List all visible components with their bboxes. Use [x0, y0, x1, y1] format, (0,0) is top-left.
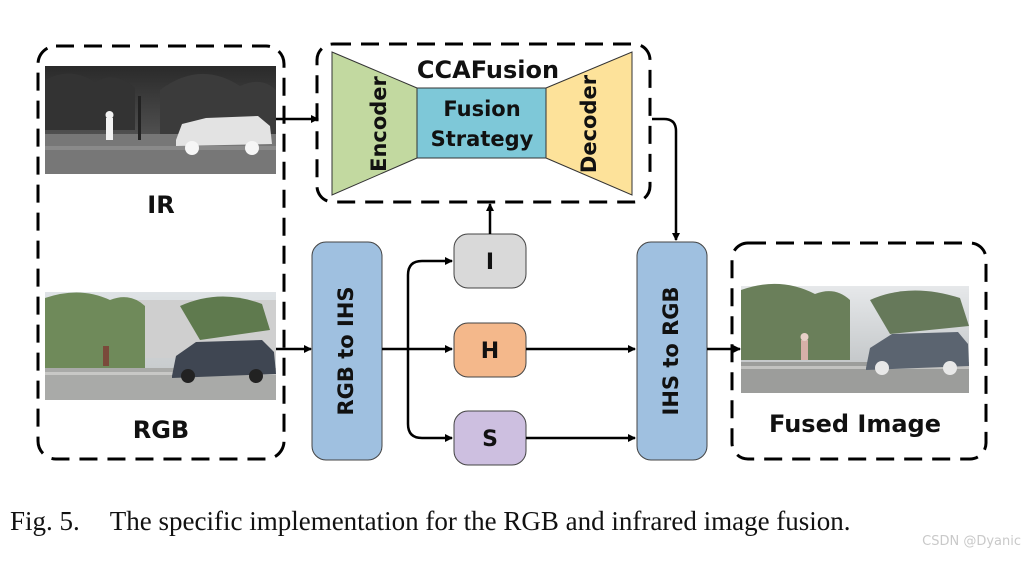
- connectors: [276, 115, 741, 442]
- rgb-image: [45, 292, 276, 400]
- s-channel-label: S: [482, 427, 498, 452]
- figure-number: Fig. 5.: [10, 506, 80, 536]
- ir-image: [45, 66, 276, 174]
- fusion-pipeline-diagram: IR RGB CCAFusion Encoder Fusion Strategy…: [36, 42, 988, 466]
- ccafusion-title: CCAFusion: [417, 56, 559, 84]
- encoder-label: Encoder: [367, 75, 391, 171]
- branch-to-s-arrow: [406, 349, 453, 442]
- figure-caption-text: The specific implementation for the RGB …: [109, 506, 851, 536]
- h-channel-label: H: [481, 339, 499, 364]
- decoder-to-ihs-arrow: [652, 117, 680, 241]
- fusion-strategy-line1: Fusion: [443, 97, 520, 121]
- rgb-to-ihs-label: RGB to IHS: [334, 286, 358, 415]
- fused-image-label: Fused Image: [769, 410, 941, 438]
- ihs-to-rgb-block: [636, 241, 708, 461]
- rgb-to-ihs-block: [311, 241, 383, 461]
- fusion-strategy-line2: Strategy: [431, 127, 534, 151]
- ihs-to-rgb-label: IHS to RGB: [659, 286, 683, 415]
- i-channel-label: I: [486, 250, 494, 275]
- branch-to-i-arrow: [406, 257, 453, 349]
- input-container: [36, 44, 286, 461]
- watermark: CSDN @Dyanic: [922, 534, 1021, 549]
- fused-image: [741, 283, 969, 393]
- figure-caption: Fig. 5. The specific implementation for t…: [10, 506, 851, 537]
- decoder-block: [545, 51, 633, 196]
- rgb-label: RGB: [133, 416, 189, 444]
- decoder-label: Decoder: [577, 74, 601, 173]
- output-container: [730, 241, 988, 461]
- ir-label: IR: [147, 191, 174, 219]
- ccafusion-container: [315, 42, 652, 204]
